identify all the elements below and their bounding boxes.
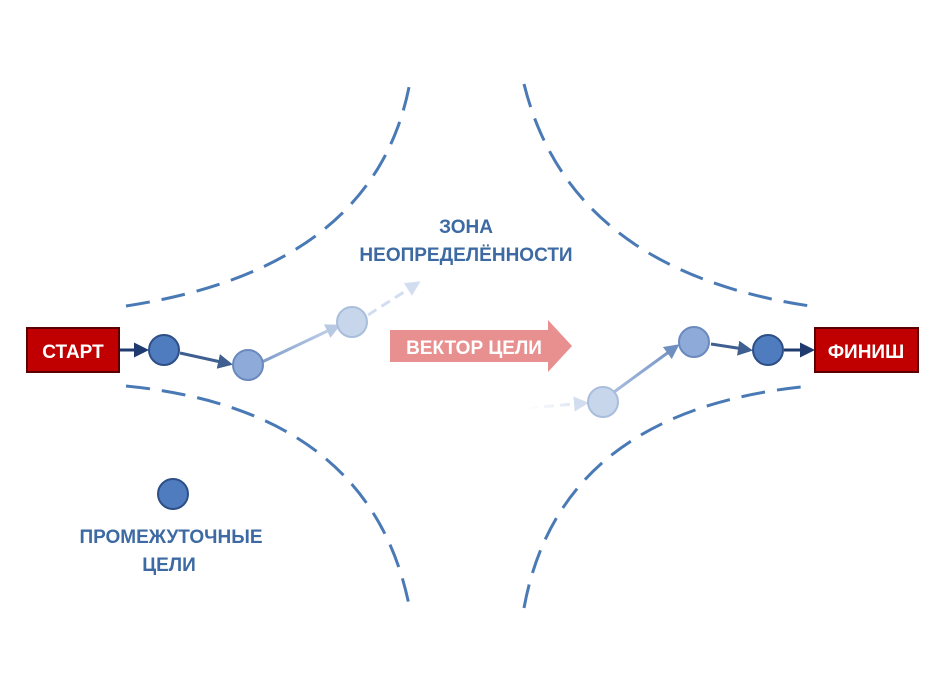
arrow-node5-to-node6	[710, 340, 753, 356]
zone-boundary-top-left	[125, 81, 412, 308]
intermediate-goal-node	[232, 349, 264, 381]
intermediate-goal-node	[587, 386, 619, 418]
zone-boundary-bottom-right	[522, 384, 811, 609]
legend-label-line1: ПРОМЕЖУТОЧНЫЕ	[79, 527, 262, 548]
arrow-fade-in	[527, 396, 589, 412]
goal-vector-label: ВЕКТОР ЦЕЛИ	[406, 338, 542, 359]
legend-label-line2: ЦЕЛИ	[142, 555, 196, 576]
finish-label: ФИНИШ	[828, 342, 904, 363]
legend-node	[157, 478, 189, 510]
arrow-node1-to-node2	[179, 351, 233, 369]
start-box: СТАРТ	[26, 327, 120, 373]
goal-vector-arrow: ВЕКТОР ЦЕЛИ	[390, 320, 572, 372]
arrow-node3-dashed	[367, 281, 421, 317]
intermediate-goal-node	[752, 334, 784, 366]
intermediate-goal-node	[336, 306, 368, 338]
uncertainty-zone-label-line2: НЕОПРЕДЕЛЁННОСТИ	[359, 245, 572, 266]
uncertainty-zone-label-line1: ЗОНА	[439, 217, 493, 238]
zone-boundary-bottom-left	[125, 384, 412, 611]
intermediate-goal-node	[148, 334, 180, 366]
intermediate-goal-node	[678, 326, 710, 358]
start-label: СТАРТ	[42, 342, 104, 363]
zone-boundary-top-right	[522, 83, 811, 308]
arrow-node4-to-node5	[613, 344, 680, 394]
arrow-node2-to-node3	[261, 324, 341, 364]
finish-box: ФИНИШ	[814, 327, 919, 373]
